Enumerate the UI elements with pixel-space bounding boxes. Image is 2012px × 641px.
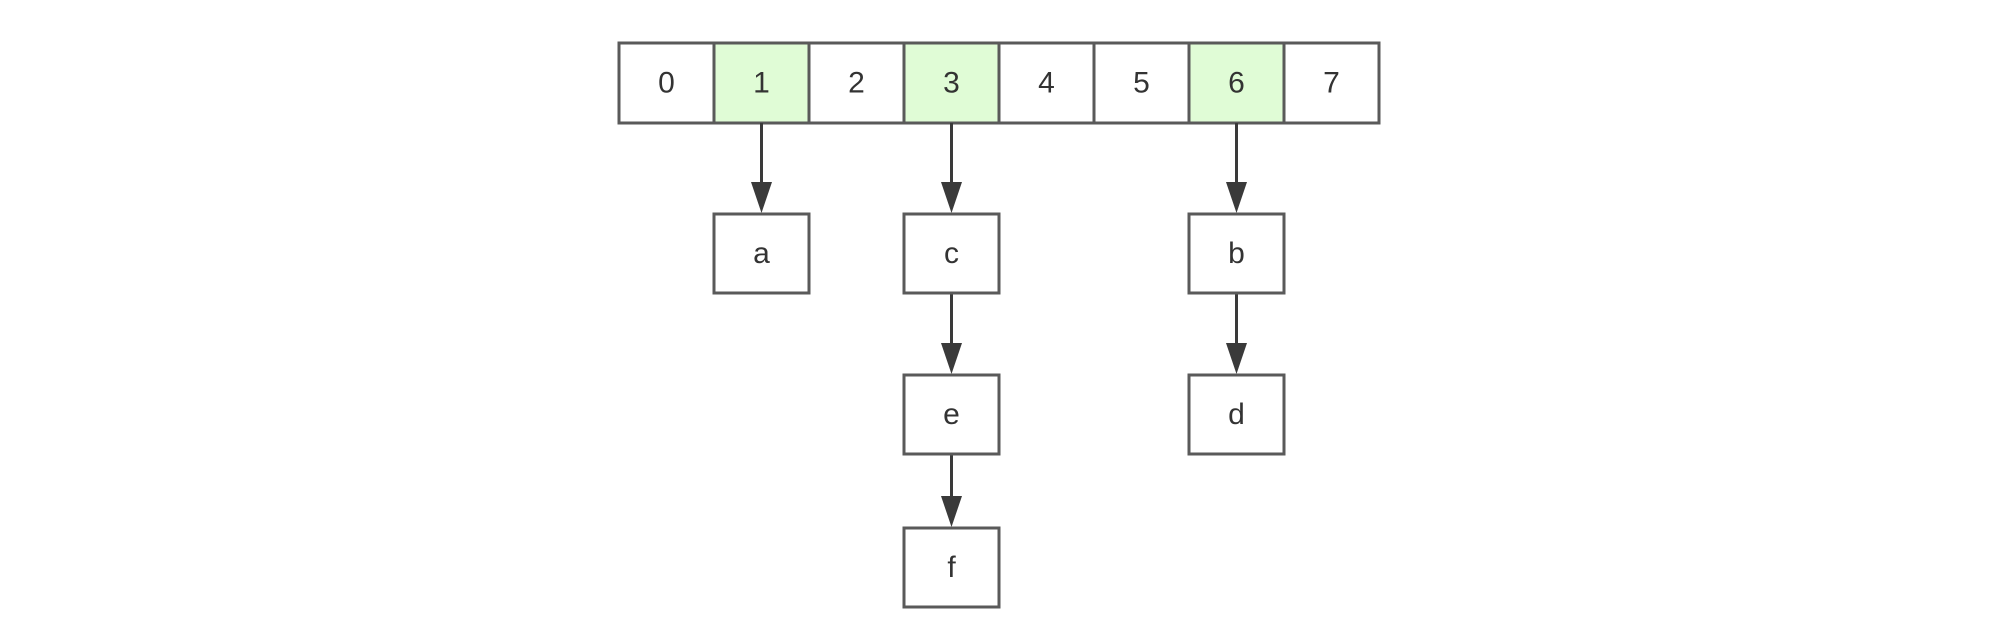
arrow-bucket-1-to-a-head xyxy=(751,182,772,213)
node-b-box xyxy=(1187,212,1286,295)
node-a-box xyxy=(712,212,811,295)
arrow-e-to-f-head xyxy=(941,496,962,527)
edges xyxy=(751,123,1247,527)
node-c: c xyxy=(902,212,1001,295)
arrow-c-to-e-head xyxy=(941,343,962,374)
arrow-bucket-3-to-c xyxy=(941,123,962,213)
node-e: e xyxy=(902,373,1001,456)
bucket-cell-1: 1 xyxy=(712,41,811,125)
bucket-cell-5-box xyxy=(1092,41,1191,125)
node-d-label: d xyxy=(1228,398,1245,431)
bucket-array: 0 1 2 3 4 5 6 7 xyxy=(617,41,1381,125)
node-d: d xyxy=(1187,373,1286,456)
bucket-cell-7-label: 7 xyxy=(1323,67,1340,100)
bucket-cell-7-box xyxy=(1282,41,1381,125)
chain-nodes: a c e f b d xyxy=(712,212,1286,609)
arrow-e-to-f xyxy=(941,454,962,527)
arrow-b-to-d-head xyxy=(1226,343,1247,374)
node-e-label: e xyxy=(943,398,960,431)
bucket-cell-4-box xyxy=(997,41,1096,125)
arrow-c-to-e xyxy=(941,293,962,374)
node-f: f xyxy=(902,526,1001,609)
bucket-cell-5-label: 5 xyxy=(1133,67,1150,100)
arrow-bucket-1-to-a xyxy=(751,123,772,213)
bucket-cell-7: 7 xyxy=(1282,41,1381,125)
bucket-cell-3-label: 3 xyxy=(943,67,960,100)
bucket-cell-6-label: 6 xyxy=(1228,67,1245,100)
bucket-cell-2: 2 xyxy=(807,41,906,125)
node-f-box xyxy=(902,526,1001,609)
node-b-label: b xyxy=(1228,237,1245,270)
bucket-cell-5: 5 xyxy=(1092,41,1191,125)
node-b: b xyxy=(1187,212,1286,295)
bucket-cell-0-box xyxy=(617,41,716,125)
node-d-box xyxy=(1187,373,1286,456)
bucket-cell-0: 0 xyxy=(617,41,716,125)
bucket-cell-1-label: 1 xyxy=(753,67,770,100)
bucket-cell-4: 4 xyxy=(997,41,1096,125)
node-e-box xyxy=(902,373,1001,456)
arrow-bucket-3-to-c-head xyxy=(941,182,962,213)
arrow-b-to-d xyxy=(1226,293,1247,374)
node-a-label: a xyxy=(753,237,770,270)
node-a: a xyxy=(712,212,811,295)
node-f-label: f xyxy=(947,551,956,584)
node-c-box xyxy=(902,212,1001,295)
bucket-cell-0-label: 0 xyxy=(658,67,675,100)
bucket-cell-6: 6 xyxy=(1187,41,1286,125)
arrow-bucket-6-to-b xyxy=(1226,123,1247,213)
node-c-label: c xyxy=(944,237,959,270)
bucket-cell-2-label: 2 xyxy=(848,67,865,100)
arrow-bucket-6-to-b-head xyxy=(1226,182,1247,213)
bucket-cell-4-label: 4 xyxy=(1038,67,1055,100)
bucket-cell-3: 3 xyxy=(902,41,1001,125)
bucket-cell-2-box xyxy=(807,41,906,125)
